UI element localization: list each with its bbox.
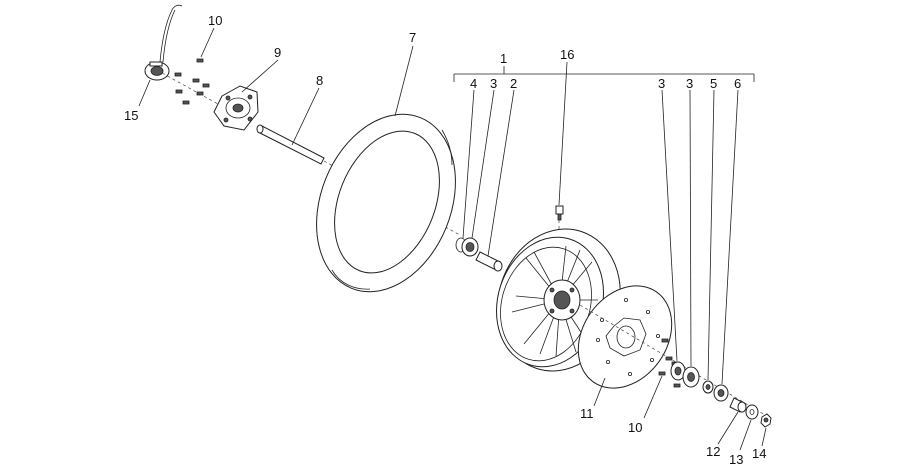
callout-12: 12 [706, 444, 720, 459]
callout-14: 14 [752, 446, 766, 461]
callout-6: 6 [734, 76, 741, 91]
part-7-tyre [316, 113, 456, 293]
callout-4: 4 [470, 76, 477, 91]
callout-16: 16 [560, 47, 574, 62]
assembly-1-bracket [453, 66, 755, 82]
callouts: 10 9 8 7 15 1 16 4 3 2 3 3 5 6 11 10 12 … [124, 13, 766, 467]
part-15-speed-sensor [144, 4, 183, 81]
part-2-spacer [475, 251, 503, 272]
part-3-bearing-right-b [682, 366, 700, 388]
part-13-washer [745, 404, 759, 420]
callout-3-right-a: 3 [658, 76, 665, 91]
callout-11: 11 [580, 406, 594, 421]
callout-3-right-b: 3 [686, 76, 693, 91]
part-9-flange [213, 85, 259, 131]
callout-7: 7 [409, 30, 416, 45]
part-10-screws-upper [174, 58, 210, 105]
callout-10-top: 10 [208, 13, 222, 28]
part-6-seal [713, 384, 729, 402]
part-3-bearing-right-a [670, 361, 686, 381]
part-16-valve [555, 205, 564, 221]
part-11-brake-disc [577, 285, 673, 389]
callout-3-left: 3 [490, 76, 497, 91]
callout-10-bottom: 10 [628, 420, 642, 435]
part-3-bearing-left [461, 237, 479, 257]
part-5-circlip [702, 380, 714, 394]
callout-5: 5 [710, 76, 717, 91]
callout-9: 9 [274, 45, 281, 60]
part-8-axle [256, 124, 325, 165]
callout-2: 2 [510, 76, 517, 91]
part-14-nut [760, 413, 772, 428]
callout-8: 8 [316, 73, 323, 88]
part-12-bushing [729, 397, 747, 413]
callout-1: 1 [500, 51, 507, 66]
callout-15: 15 [124, 108, 138, 123]
leader-lines [138, 27, 767, 451]
callout-13: 13 [729, 452, 743, 467]
